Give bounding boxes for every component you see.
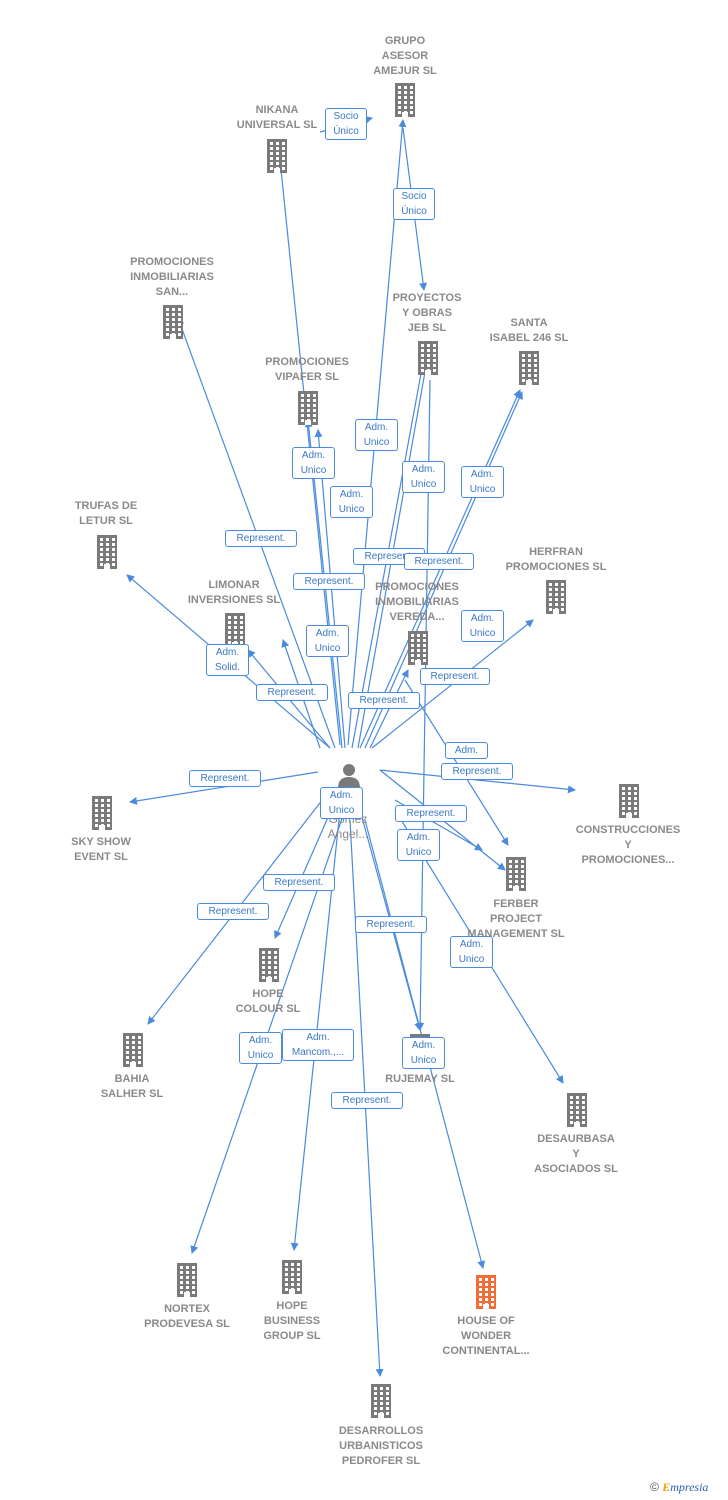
company-label[interactable]: TRUFAS DE LETUR SL [74,500,138,527]
building-icon[interactable] [90,796,114,835]
relation-label: Adm. [445,742,488,759]
building-icon[interactable] [161,305,185,344]
building-icon[interactable] [565,1093,589,1132]
relation-label: Adm. Unico [450,936,493,968]
relation-label: Represent. [441,763,513,780]
footer-brand[interactable]: © Empresia [650,1480,708,1495]
relation-edge [369,669,409,749]
building-icon[interactable] [369,1384,393,1423]
person-icon[interactable] [336,762,362,793]
relation-edge [364,391,523,749]
relation-label: Adm. Solid. [206,644,249,676]
company-label[interactable]: NORTEX PRODEVESA SL [144,1303,230,1330]
relation-label: Represent. [197,903,269,920]
relation-label: Represent. [293,573,365,590]
building-icon[interactable] [406,631,430,670]
building-icon[interactable] [393,83,417,122]
building-icon[interactable] [296,391,320,430]
relation-label: Represent. [395,805,467,822]
company-label[interactable]: SANTA ISABEL 246 SL [489,317,569,344]
relation-label: Represent. [256,684,328,701]
building-icon[interactable] [544,580,568,619]
company-label[interactable]: HOPE COLOUR SL [235,988,301,1015]
relation-label: Represent. [225,530,297,547]
building-icon[interactable] [280,1260,304,1299]
relation-label: Adm. Unico [461,466,504,498]
relation-label: Adm. Unico [461,610,504,642]
relation-label: Represent. [420,668,490,685]
relation-label: Socio Único [325,108,367,140]
relation-label: Represent. [263,874,335,891]
building-icon[interactable] [95,535,119,574]
relation-label: Adm. Unico [292,447,335,479]
building-icon[interactable] [504,857,528,896]
building-icon[interactable] [517,351,541,390]
company-label[interactable]: BAHIA SALHER SL [100,1073,164,1100]
relation-label: Adm. Unico [239,1032,282,1064]
company-label[interactable]: SKY SHOW EVENT SL [71,836,131,863]
relation-label: Represent. [404,553,474,570]
copyright-symbol: © [650,1480,659,1494]
company-label[interactable]: HOUSE OF WONDER CONTINENTAL... [442,1315,530,1357]
relation-label: Adm. Unico [402,461,445,493]
building-icon[interactable] [474,1275,498,1314]
relation-edge [404,679,509,846]
company-label[interactable]: PROYECTOS Y OBRAS JEB SL [392,292,462,334]
relation-label: Adm. Unico [397,829,440,861]
relation-label: Socio Único [393,188,435,220]
building-icon[interactable] [265,139,289,178]
relation-label: Represent. [189,770,261,787]
company-label[interactable]: HOPE BUSINESS GROUP SL [263,1300,321,1342]
relation-label: Adm. Unico [355,419,398,451]
company-label[interactable]: PROMOCIONES VIPAFER SL [265,356,349,383]
company-label[interactable]: GRUPO ASESOR AMEJUR SL [373,35,437,77]
building-icon[interactable] [416,341,440,380]
relation-label: Adm. Unico [330,486,373,518]
relation-label: Adm. Unico [306,625,349,657]
relation-edge [129,771,319,805]
company-label[interactable]: PROMOCIONES INMOBILIARIAS VEREDA... [375,581,459,623]
building-icon[interactable] [257,948,281,987]
building-icon[interactable] [617,784,641,823]
building-icon[interactable] [175,1263,199,1302]
brand-logo[interactable]: Empresia [662,1480,708,1494]
company-label[interactable]: NIKANA UNIVERSAL SL [236,104,318,131]
relation-label: Adm. Mancom.,... [282,1029,354,1061]
company-label[interactable]: DESAURBASA Y ASOCIADOS SL [534,1133,618,1175]
relation-label: Adm. Unico [402,1037,445,1069]
company-label[interactable]: DESARROLLOS URBANISTICOS PEDROFER SL [338,1425,424,1467]
company-label[interactable]: CONSTRUCCIONES Y PROMOCIONES... [575,824,681,866]
relation-edge [379,769,576,794]
company-label[interactable]: RUJEMAY SL [385,1073,455,1085]
brand-initial: E [662,1480,671,1494]
company-label[interactable]: HERFRAN PROMOCIONES SL [505,546,607,573]
brand-name: mpresia [670,1480,709,1494]
building-icon[interactable] [121,1033,145,1072]
relation-label: Represent. [355,916,427,933]
company-label[interactable]: PROMOCIONES INMOBILIARIAS SAN... [130,256,214,298]
company-label[interactable]: LIMONAR INVERSIONES SL [187,579,281,606]
relation-label: Represent. [348,692,420,709]
relation-label: Represent. [331,1092,403,1109]
relation-label: Adm. Unico [320,787,363,819]
